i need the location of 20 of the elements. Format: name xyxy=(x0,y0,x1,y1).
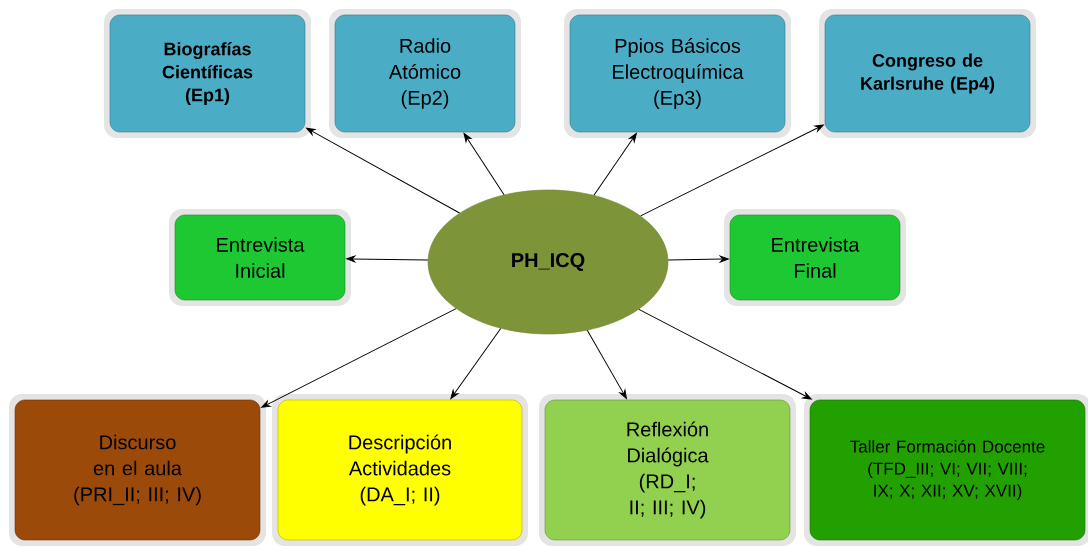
arrow xyxy=(306,127,461,214)
arrow xyxy=(450,327,502,399)
arrow xyxy=(640,124,824,217)
episode-box: Radio Atómico (Ep2) xyxy=(329,9,521,138)
arrow xyxy=(346,255,429,263)
category-box: Descripción Actividades (DA_I; II) xyxy=(272,394,528,546)
category-box: Taller Formación Docente (TFD_III; VI; VII; VIII; IX; X; XII; XV; XVII) xyxy=(804,394,1088,546)
interview-box: Entrevista Final xyxy=(724,209,906,306)
category-box: Reflexión Dialógica (RD_I; II; III; IV) xyxy=(539,394,796,546)
arrow xyxy=(638,308,812,400)
category-box: Discurso en el aula (PRI_II; III; IV) xyxy=(9,394,266,546)
episode-box: Congreso de Karlsruhe (Ep4) xyxy=(819,9,1036,138)
arrow xyxy=(463,133,505,196)
episode-box: Ppios Básicos Electroquímica (Ep3) xyxy=(564,9,791,138)
arrow xyxy=(667,255,729,263)
arrow xyxy=(586,329,627,399)
episode-box: Biografías Científicas (Ep1) xyxy=(104,9,311,138)
interview-box: Entrevista Inicial xyxy=(169,209,351,306)
arrow xyxy=(261,308,457,408)
arrow xyxy=(593,133,637,196)
